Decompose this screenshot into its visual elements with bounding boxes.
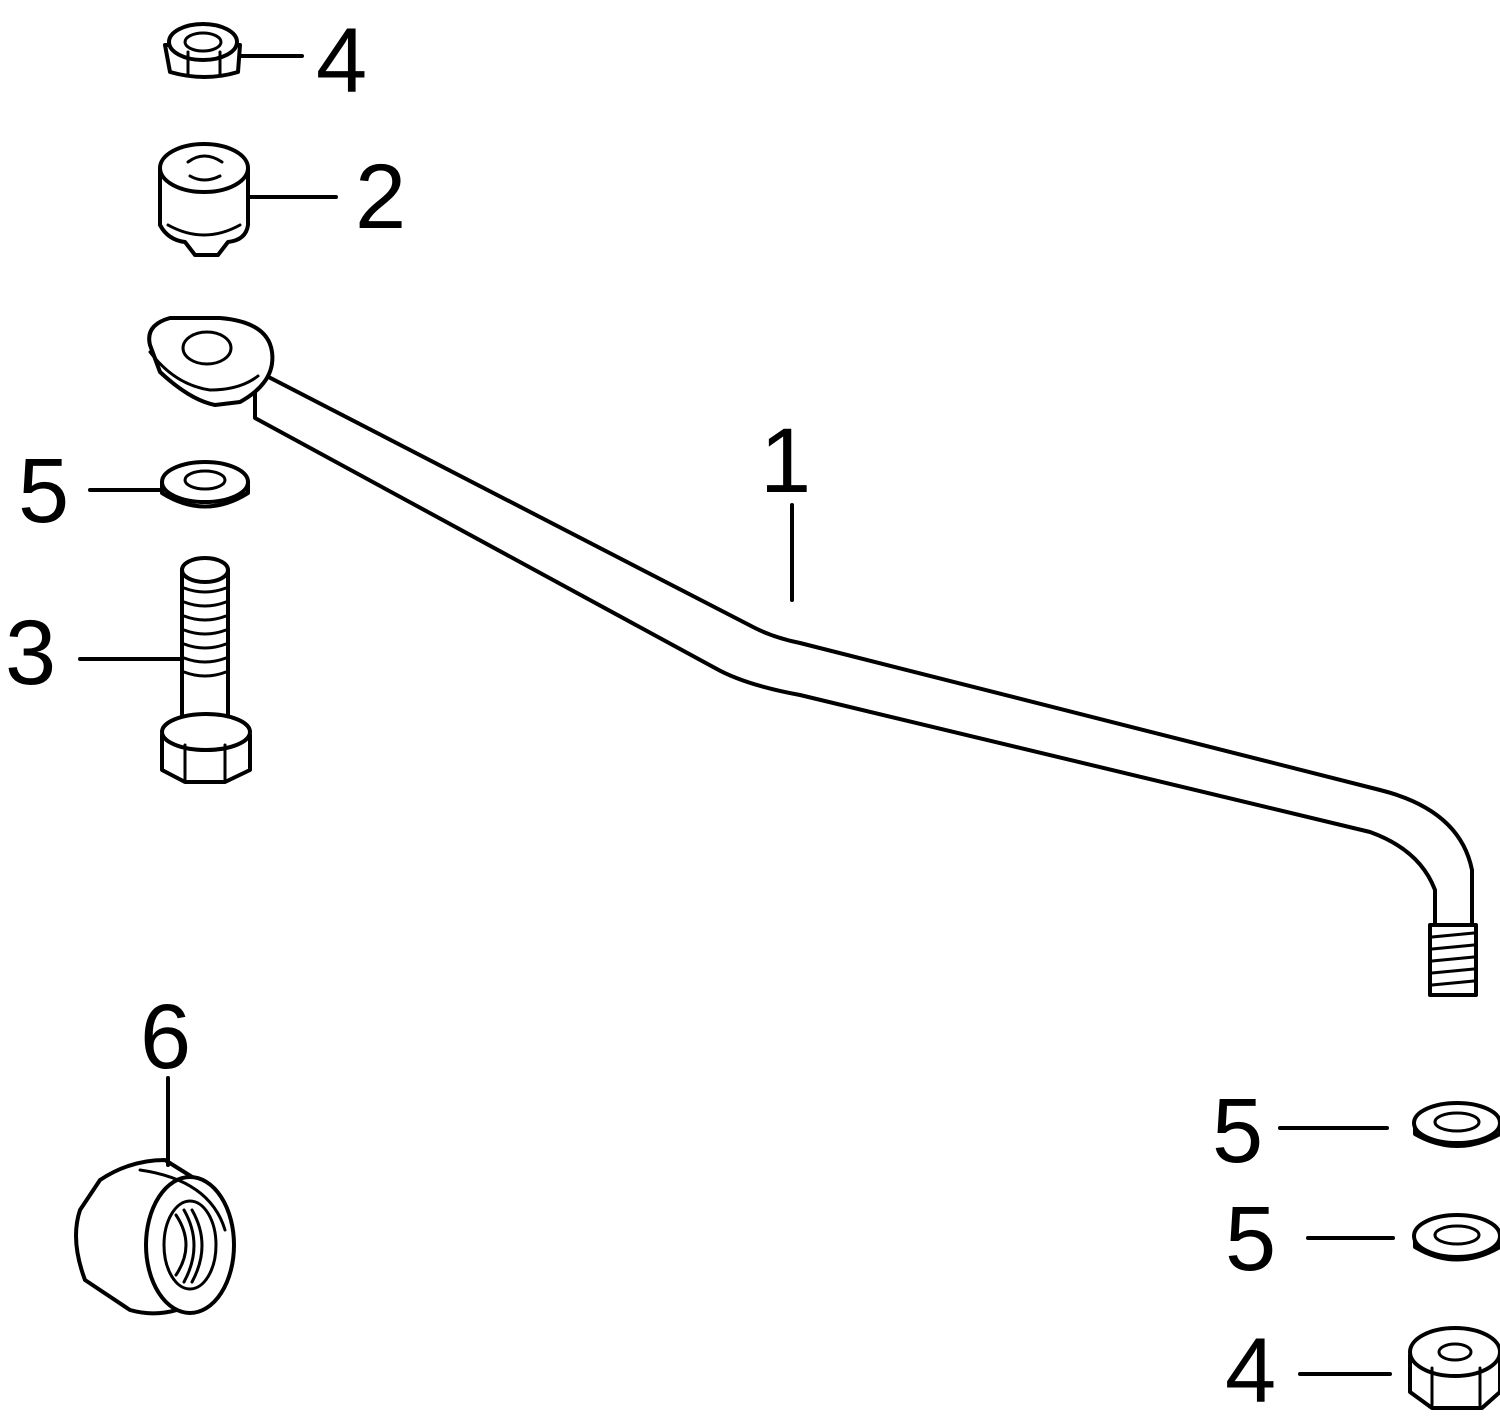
callout-bushing: 2 (355, 146, 406, 248)
control-rod (147, 316, 1478, 997)
bushing (158, 142, 250, 257)
callout-cap-nut: 6 (140, 986, 191, 1088)
washer-right-b (1412, 1213, 1500, 1262)
leader-lines (78, 54, 1395, 1376)
callout-nut-top: 4 (316, 10, 367, 112)
hex-nut-top (163, 22, 242, 79)
callout-bolt: 3 (5, 602, 56, 704)
callout-nut-bottom: 4 (1225, 1320, 1276, 1422)
washer-left (160, 460, 250, 509)
callout-washer-left: 5 (18, 440, 69, 542)
cap-nut (74, 1158, 236, 1316)
hex-bolt (160, 556, 252, 784)
callout-washer-right-b: 5 (1225, 1188, 1276, 1290)
hex-nut-bottom (1408, 1326, 1500, 1410)
washer-right-a (1412, 1101, 1500, 1148)
callout-washer-right-a: 5 (1212, 1080, 1263, 1182)
callout-rod: 1 (760, 410, 811, 512)
